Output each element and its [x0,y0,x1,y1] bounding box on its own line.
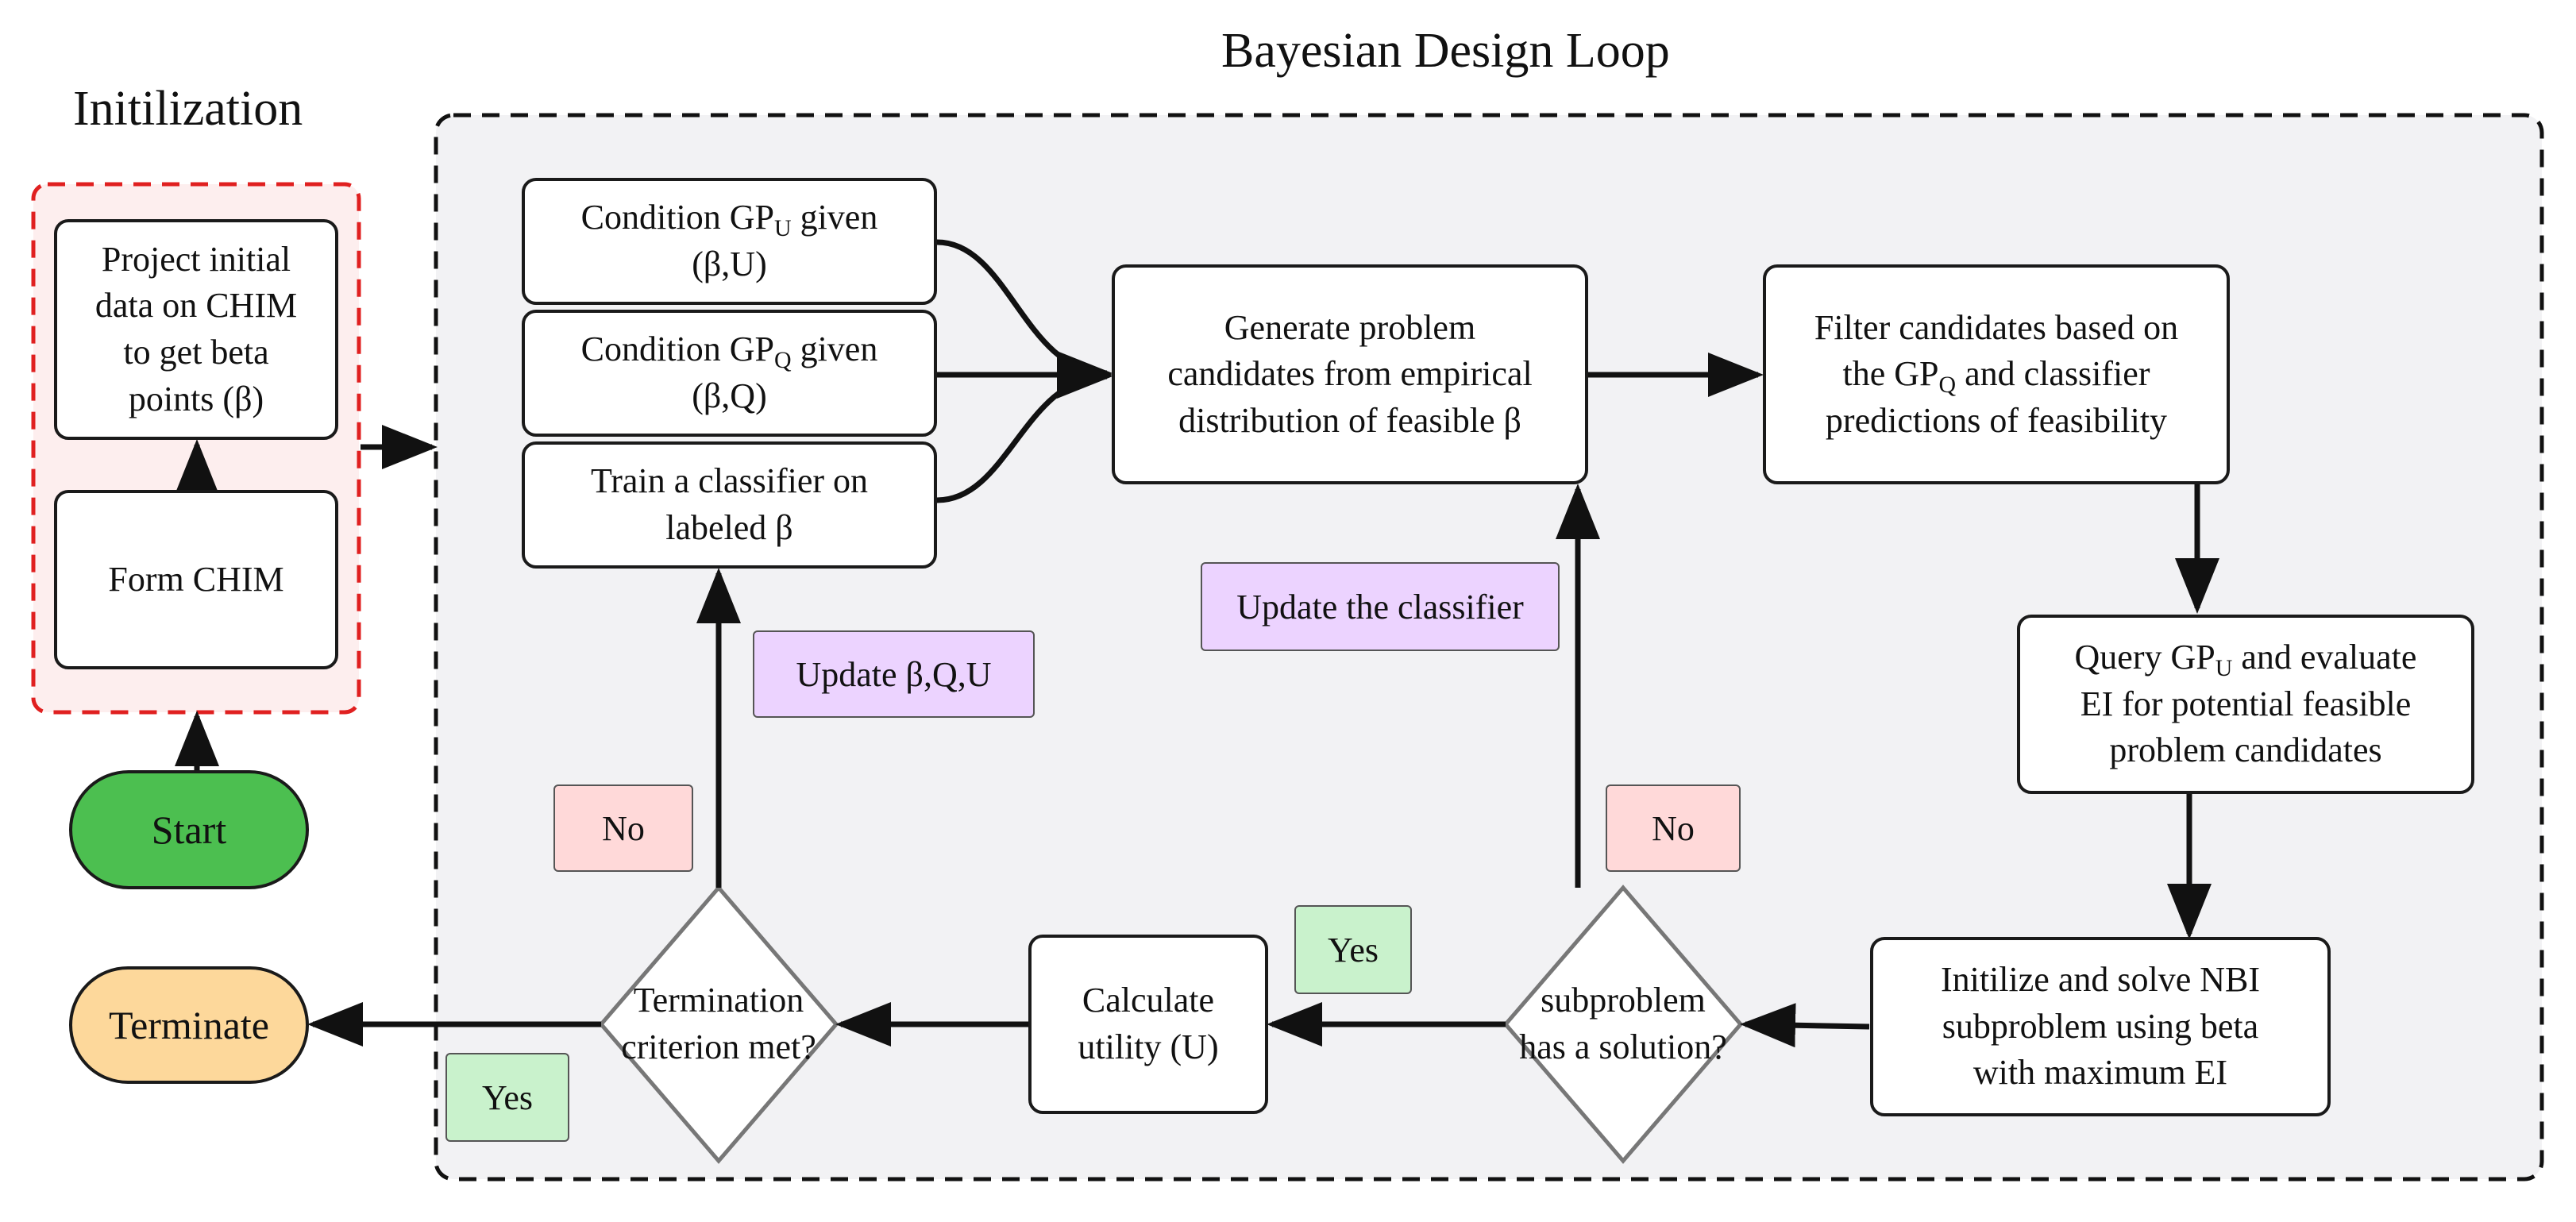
termination-decision-text: Termination criterion met? [604,969,833,1080]
solve-line-3: with maximum EI [1972,1053,2228,1093]
arrow-train-to-generate [936,354,1113,503]
form-chim-box: Form CHIM [54,490,338,669]
query-subscript: U [2215,655,2233,682]
condition-q-line-1: Condition GPQ given [581,326,878,373]
subproblem-decision-diamond [1502,885,1744,1164]
condition-u-line-2: (β,U) [692,245,767,283]
condition-gp-q-box: Condition GPQ given (β,Q) [522,310,937,437]
arrow-solve-to-subproblem [1740,1003,1870,1048]
filter-text: the GP [1842,354,1939,394]
termination-line-2: criterion met? [621,1027,816,1066]
no-tag-subproblem: No [1606,784,1741,872]
query-line-1: Query GPU and evaluate [2075,634,2417,681]
condition-q-suffix: given [791,330,878,369]
termination-decision-diamond [598,885,839,1164]
condition-u-line-1: Condition GPU given [581,195,878,241]
condition-u-subscript: U [773,215,792,242]
project-line-3: to get beta [123,333,269,372]
subproblem-line-2: has a solution? [1519,1027,1727,1066]
filter-candidates-box: Filter candidates based on the GPQ and c… [1763,264,2230,484]
query-line-3: problem candidates [2109,731,2382,770]
yes-tag-termination: Yes [445,1053,569,1142]
yes-tag-subproblem: Yes [1294,905,1412,994]
condition-gp-u-box: Condition GPU given (β,U) [522,178,937,305]
train-classifier-box: Train a classifier on labeled β [522,441,937,569]
generate-line-3: distribution of feasible β [1178,400,1521,440]
utility-line-1: Calculate [1082,981,1215,1020]
update-classifier-tag: Update the classifier [1201,562,1560,651]
update-beta-q-u-tag: Update β,Q,U [753,630,1035,718]
condition-u-suffix: given [791,198,878,237]
terminate-terminal: Terminate [69,966,309,1084]
subproblem-line-1: subproblem [1541,981,1706,1020]
utility-line-2: utility (U) [1078,1027,1219,1066]
filter-subscript: Q [1938,372,1957,399]
termination-line-1: Termination [633,981,804,1020]
filter-line-1: Filter candidates based on [1814,307,2179,347]
query-text: Query GP [2074,638,2215,677]
loop-title: Bayesian Design Loop [1221,24,1670,78]
train-line-1: Train a classifier on [590,461,869,501]
calculate-utility-box: Calculate utility (U) [1028,935,1268,1114]
filter-line-2: the GPQ and classifier [1814,351,2178,398]
start-terminal: Start [69,770,309,889]
project-initial-data-box: Project initial data on CHIM to get beta… [54,219,338,440]
project-line-2: data on CHIM [94,286,298,326]
query-suffix: and evaluate [2232,638,2417,677]
solve-line-2: subproblem using beta [1942,1006,2259,1046]
query-gp-u-box: Query GPU and evaluate EI for potential … [2017,615,2474,794]
condition-q-line-2: (β,Q) [692,376,767,415]
project-line-4: points (β) [128,379,264,418]
no-tag-termination: No [553,784,693,872]
generate-candidates-box: Generate problem candidates from empiric… [1112,264,1588,484]
init-title: Initilization [73,82,303,136]
solve-nbi-box: Initilize and solve NBI subproblem using… [1870,937,2331,1116]
filter-line-3: predictions of feasibility [1825,400,2168,440]
subproblem-decision-text: subproblem has a solution? [1509,969,1737,1080]
filter-suffix: and classifier [1956,354,2150,394]
arrows [175,239,2219,1048]
generate-line-2: candidates from empirical [1167,354,1533,394]
generate-line-1: Generate problem [1224,307,1476,347]
form-chim-label: Form CHIM [108,559,284,599]
train-line-2: labeled β [665,508,793,547]
condition-u-text: Condition GP [580,198,774,237]
query-line-2: EI for potential feasible [2080,684,2412,723]
project-line-1: Project initial [101,239,291,279]
condition-q-subscript: Q [773,347,792,374]
solve-line-1: Initilize and solve NBI [1940,960,2260,1000]
condition-q-text: Condition GP [580,330,774,369]
